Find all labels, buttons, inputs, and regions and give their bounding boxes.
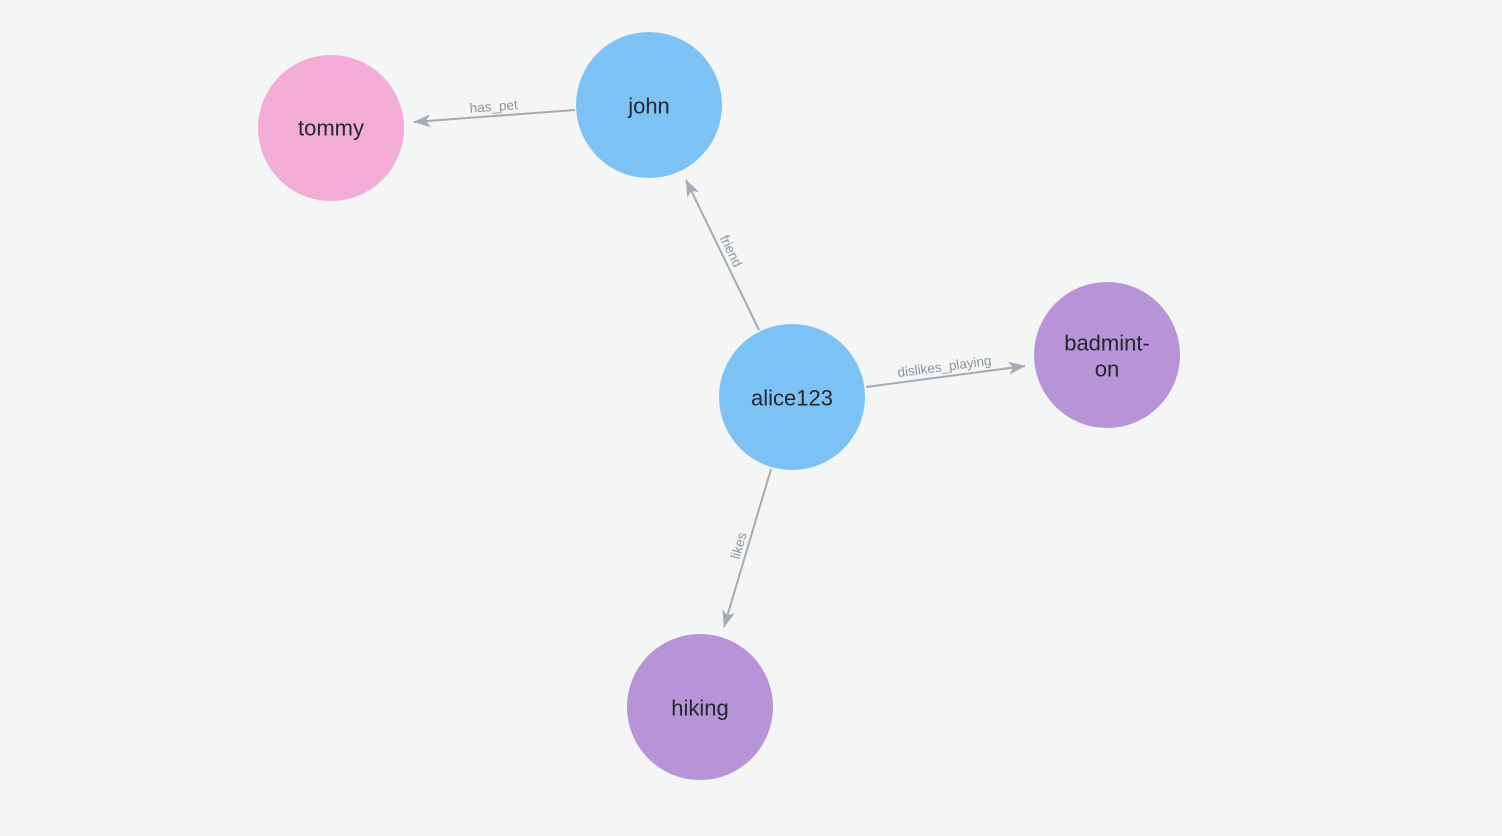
- relationship-line-likes[interactable]: [722, 468, 772, 628]
- node-tommy: tommy: [258, 55, 404, 201]
- relationship-label-has-pet[interactable]: has_pet: [469, 97, 518, 116]
- relationship-line-dislikes-playing[interactable]: [865, 361, 1026, 388]
- node-badminton: badmint- on: [1034, 282, 1180, 428]
- edge-has-pet: has_pet: [413, 97, 576, 128]
- node-alice123: alice123: [719, 324, 865, 470]
- node-circle-hiking[interactable]: [627, 634, 773, 780]
- edge-likes: likes: [722, 468, 772, 628]
- relationship-line-has-pet[interactable]: [413, 109, 576, 128]
- node-hiking: hiking: [627, 634, 773, 780]
- node-john: john: [576, 32, 722, 178]
- node-circle-badminton[interactable]: [1034, 282, 1180, 428]
- node-circle-tommy[interactable]: [258, 55, 404, 201]
- node-circle-john[interactable]: [576, 32, 722, 178]
- relationship-label-likes[interactable]: likes: [728, 530, 750, 560]
- node-circle-alice123[interactable]: [719, 324, 865, 470]
- relationship-line-friend[interactable]: [685, 179, 760, 331]
